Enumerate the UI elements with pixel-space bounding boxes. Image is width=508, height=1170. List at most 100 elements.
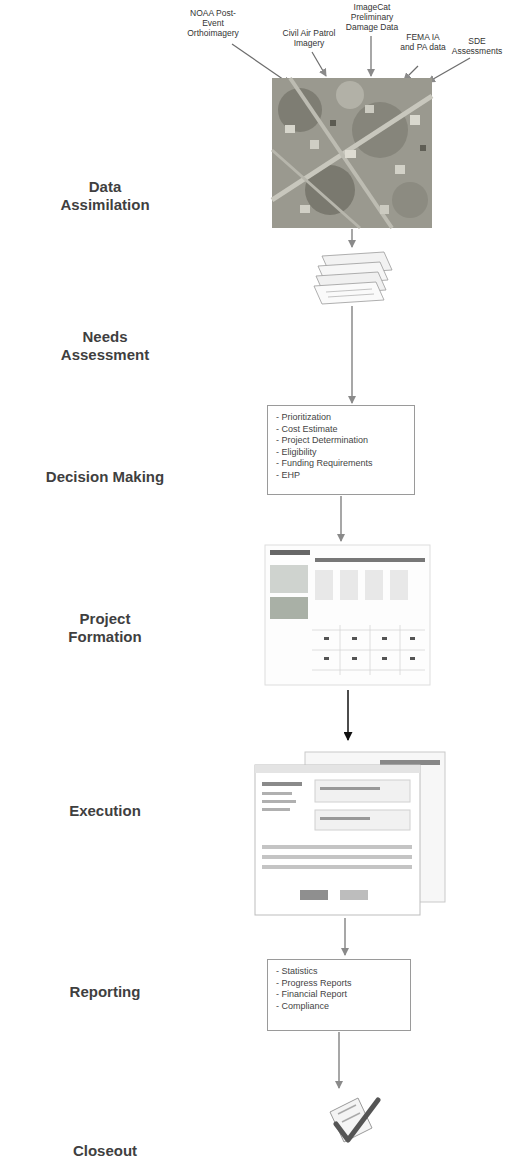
- illustration-part: [370, 625, 371, 675]
- illustration-part: [380, 205, 389, 214]
- illustration-part: [410, 115, 420, 125]
- stage-label: Needs Assessment: [45, 328, 165, 364]
- illustration-part: [382, 657, 387, 660]
- illustration-part: [315, 810, 410, 830]
- aerial-image: [272, 78, 432, 228]
- illustration-part: [315, 780, 410, 802]
- list-item: - Financial Report: [276, 989, 402, 1001]
- illustration-part: [312, 52, 326, 76]
- illustration-part: [262, 792, 292, 795]
- illustration-part: [365, 570, 383, 600]
- stage-label: Decision Making: [45, 468, 165, 486]
- illustration-part: [326, 289, 372, 292]
- illustration-part: [310, 140, 319, 149]
- illustration-part: [272, 78, 432, 228]
- source-label: FEMA IA and PA data: [400, 32, 446, 52]
- list-item: - Funding Requirements: [276, 458, 406, 470]
- illustration-part: [285, 125, 295, 133]
- illustration-part: [382, 637, 387, 640]
- illustration-part: [300, 890, 328, 900]
- illustration-part: [262, 845, 412, 849]
- illustration-part: [314, 282, 384, 304]
- illustration-part: [340, 890, 368, 900]
- illustration-part: [262, 855, 412, 859]
- illustration-part: [336, 81, 364, 109]
- illustration-part: [336, 1100, 378, 1140]
- illustration-part: [262, 782, 302, 786]
- stage-label: Needs Assessment: [45, 328, 165, 364]
- illustration-part: [352, 657, 357, 660]
- list-item: - Project Determination: [276, 435, 406, 447]
- source-label: Civil Air Patrol Imagery: [276, 28, 342, 48]
- illustration-part: [390, 570, 408, 600]
- illustration-part: [324, 637, 329, 640]
- stage-label: Closeout: [45, 1142, 165, 1160]
- illustration-part: [324, 657, 329, 660]
- illustration-part: [312, 625, 425, 675]
- illustration-part: [338, 1105, 356, 1114]
- stage-label: Execution: [45, 802, 165, 820]
- source-label: SDE Assessments: [450, 36, 504, 56]
- paper-stack: [314, 252, 392, 304]
- list-box: - Prioritization- Cost Estimate- Project…: [267, 405, 415, 495]
- illustration-part: [420, 145, 426, 151]
- illustration-part: [365, 105, 374, 113]
- illustration-part: [270, 550, 310, 555]
- illustration-part: [262, 808, 290, 811]
- source-label: ImageCat Preliminary Damage Data: [340, 2, 404, 32]
- illustration-part: [328, 294, 374, 297]
- flow-arrow: [338, 1032, 340, 1088]
- stage-label: Execution: [45, 802, 165, 820]
- illustration-part: [315, 570, 333, 600]
- list-item: - Cost Estimate: [276, 424, 406, 436]
- illustration-part: [265, 545, 430, 685]
- illustration-part: [270, 597, 308, 619]
- illustration-part: [262, 865, 412, 869]
- stage-label: Project Formation: [45, 610, 165, 646]
- illustration-part: [352, 637, 357, 640]
- stage-label: Project Formation: [45, 610, 165, 646]
- illustration-part: [392, 182, 428, 218]
- source-label: NOAA Post-Event Orthoimagery: [182, 8, 244, 38]
- flow-arrow: [340, 496, 342, 541]
- source-label: SDE Assessments: [450, 36, 504, 56]
- flow-arrow: [351, 229, 353, 247]
- illustration-part: [262, 800, 296, 803]
- checkmark-icon: [330, 1098, 378, 1142]
- illustration-part: [290, 78, 392, 228]
- stage-label: Data Assimilation: [45, 178, 165, 214]
- stage-label: Decision Making: [45, 468, 165, 486]
- illustration-part: [272, 96, 432, 200]
- illustration-part: [342, 1113, 360, 1122]
- list-item: - Compliance: [276, 1001, 402, 1013]
- illustration-part: [312, 670, 425, 671]
- illustration-part: [400, 625, 401, 675]
- illustration-part: [272, 150, 360, 228]
- illustration-part: [428, 58, 470, 82]
- illustration-part: [340, 625, 341, 675]
- stage-label: Reporting: [45, 983, 165, 1001]
- list-item: - Eligibility: [276, 447, 406, 459]
- flow-arrow: [347, 690, 349, 740]
- illustration-part: [410, 657, 415, 660]
- source-label: NOAA Post-Event Orthoimagery: [182, 8, 244, 38]
- illustration-part: [340, 570, 358, 600]
- list-item: - Statistics: [276, 966, 402, 978]
- illustration-part: [370, 36, 371, 76]
- source-label: FEMA IA and PA data: [400, 32, 446, 52]
- illustration-part: [330, 120, 336, 126]
- stage-label: Data Assimilation: [45, 178, 165, 214]
- illustration-part: [312, 630, 425, 631]
- illustration-part: [410, 637, 415, 640]
- list-item: - EHP: [276, 470, 406, 482]
- illustration-part: [380, 760, 440, 765]
- project-screenshot: [265, 545, 430, 685]
- stage-label: Closeout: [45, 1142, 165, 1160]
- flow-arrow: [344, 918, 346, 955]
- illustration-part: [320, 787, 380, 790]
- list-item: - Progress Reports: [276, 978, 402, 990]
- source-label: Civil Air Patrol Imagery: [276, 28, 342, 48]
- illustration-part: [255, 765, 420, 773]
- list-box: - Statistics- Progress Reports- Financia…: [267, 959, 411, 1031]
- illustration-part: [315, 558, 425, 562]
